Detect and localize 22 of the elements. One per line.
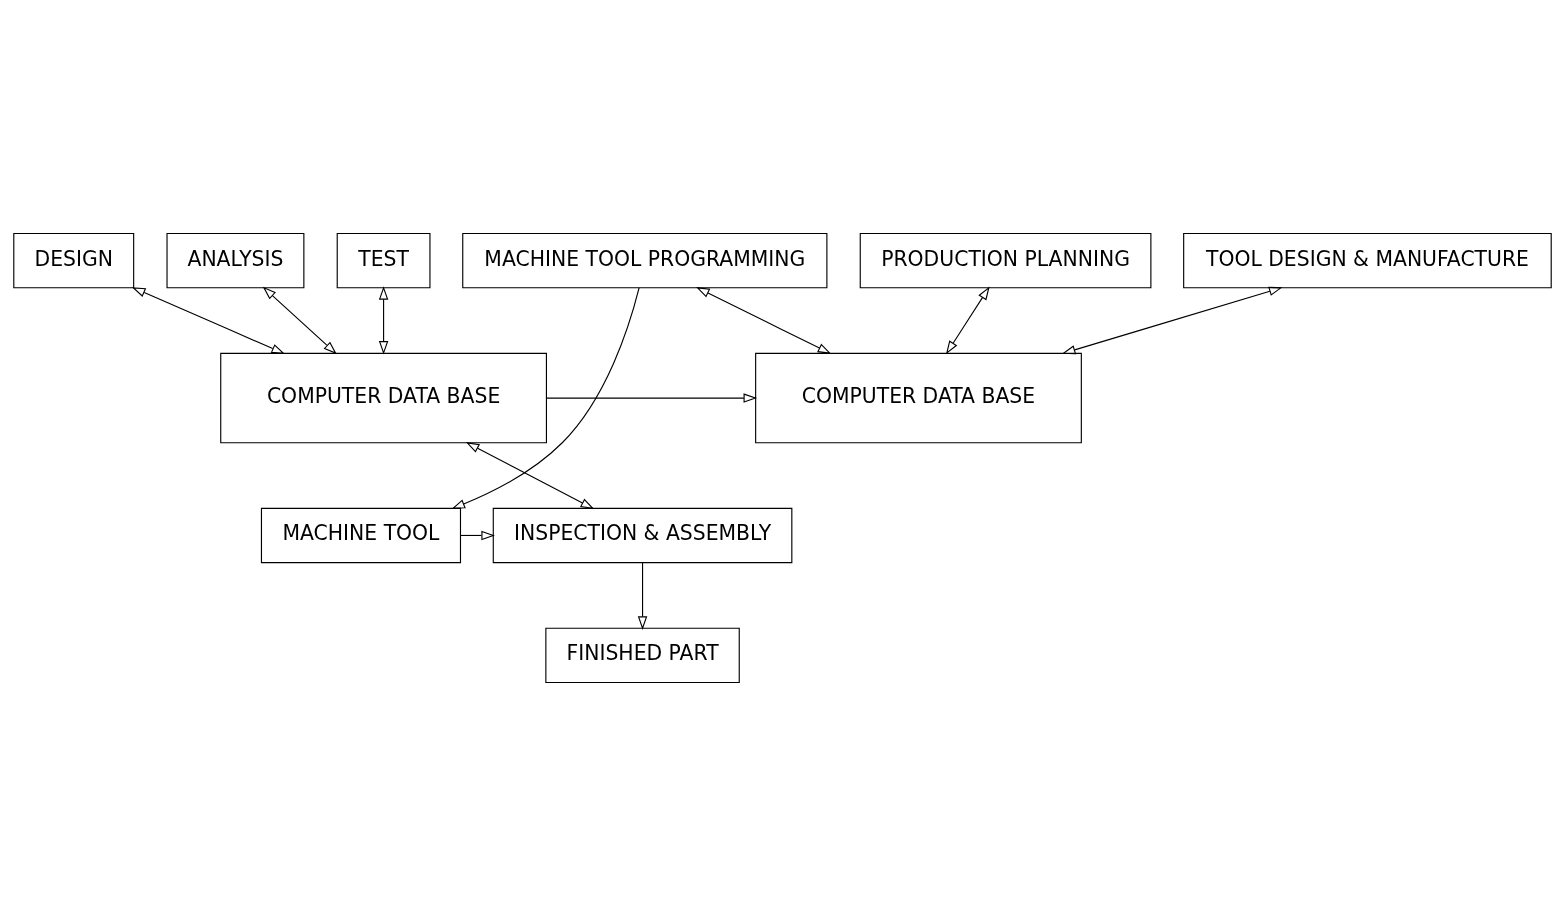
node-box: ANALYSIS <box>166 232 305 289</box>
node-box: PRODUCTION PLANNING <box>859 232 1152 289</box>
arrow <box>262 286 337 355</box>
arrow <box>945 286 990 355</box>
arrow <box>451 287 640 509</box>
arrow <box>696 287 832 354</box>
arrow <box>1061 286 1283 355</box>
arrow <box>546 393 758 403</box>
arrow <box>459 530 495 541</box>
node-box: COMPUTER DATA BASE <box>755 352 1082 444</box>
arrow <box>465 442 595 510</box>
node-box: MACHINE TOOL PROGRAMMING <box>462 232 828 289</box>
arrow <box>378 286 389 355</box>
node-box: FINISHED PART <box>545 627 740 684</box>
node-box: COMPUTER DATA BASE <box>220 352 547 444</box>
node-box: MACHINE TOOL <box>260 507 462 564</box>
arrow <box>637 562 648 630</box>
node-box: TEST <box>336 232 431 289</box>
node-box: TOOL DESIGN & MANUFACTURE <box>1183 232 1552 289</box>
node-box: INSPECTION & ASSEMBLY <box>492 507 793 564</box>
arrow <box>131 287 286 354</box>
node-box: DESIGN <box>13 232 135 289</box>
